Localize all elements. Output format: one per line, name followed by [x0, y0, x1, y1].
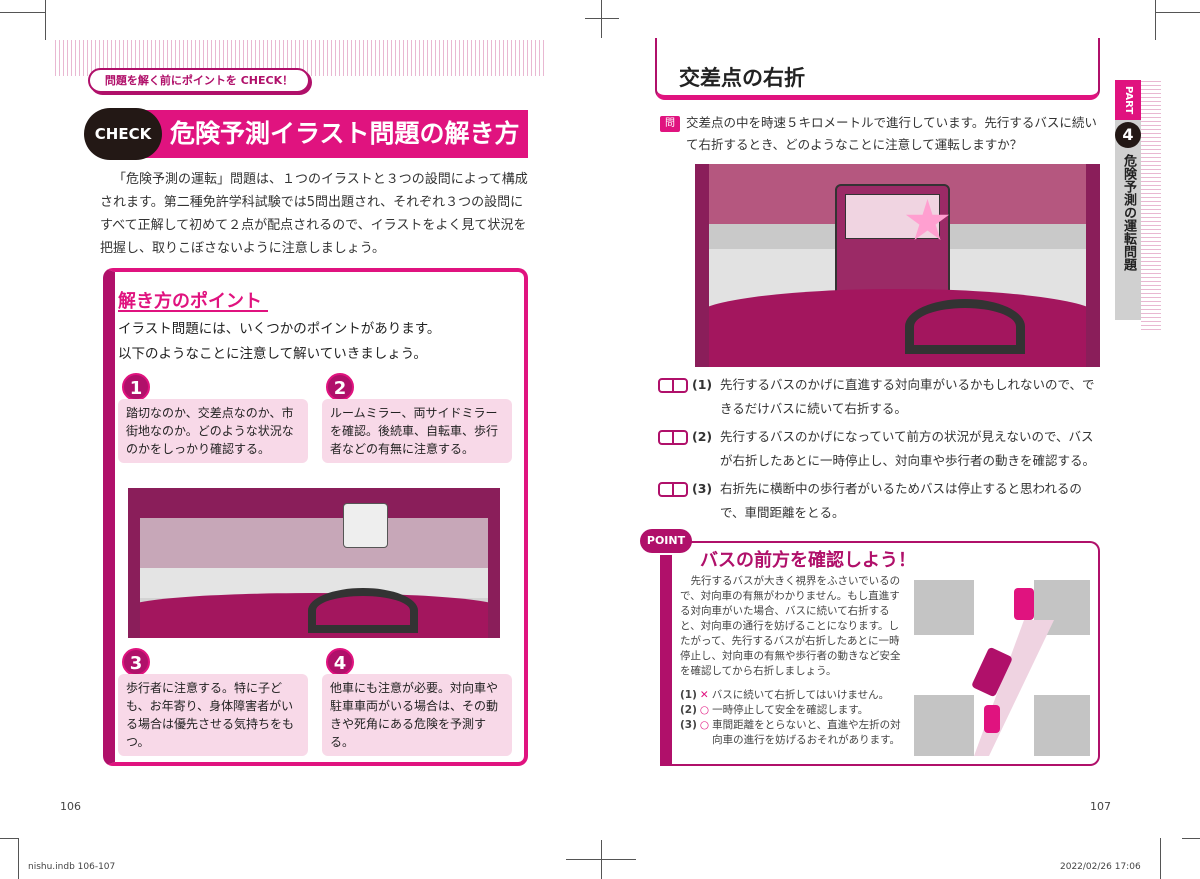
choice-text: 先行するバスのかげに直進する対向車がいるかもしれないので、できるだけバスに続いて… — [720, 377, 1095, 416]
section-banner: 問題を解く前にポイントを CHECK！ — [88, 68, 310, 93]
footer-timestamp: 2022/02/26 17:06 — [1060, 862, 1141, 872]
answer-text: 車間距離をとらないと、直進や左折の対向車の進行を妨げるおそれがあります。 — [712, 719, 901, 746]
driver-view-illustration — [128, 488, 500, 638]
answer-number: (1) — [680, 689, 697, 701]
crop-mark — [1155, 0, 1156, 40]
intro-paragraph: 「危険予測の運転」問題は、１つのイラストと３つの設問によって構成されます。第二種… — [100, 172, 528, 256]
part-number: 4 — [1115, 122, 1141, 148]
choice-number: (1) — [692, 377, 713, 392]
point-explanation: 先行するバスが大きく視界をふさいでいるので、対向車の有無がわかりません。もし直進… — [680, 575, 901, 677]
title-bar — [100, 110, 528, 158]
point-sidebar — [660, 555, 672, 766]
correct-mark-icon: ○ — [699, 719, 710, 731]
part-label: PART — [1115, 80, 1141, 120]
point-card: 他車にも注意が必要。対向車や駐車車両がいる場合は、その動きや死角にある危険を予測… — [322, 674, 512, 756]
page-title: 危険予測イラスト問題の解き方 — [170, 119, 520, 148]
point-box — [660, 541, 1100, 766]
choice-text: 右折先に横断中の歩行者がいるためバスは停止すると思われるので、車間距離をとる。 — [720, 481, 1082, 520]
answer-list: (1)✕バスに続いて右折してはいけません。 (2)○一時停止して安全を確認します… — [680, 688, 908, 748]
point-number: 3 — [122, 648, 150, 676]
answer-number: (2) — [680, 704, 697, 716]
page-number-right: 107 — [1090, 800, 1111, 813]
correct-mark-icon: ○ — [699, 704, 710, 716]
crop-mark — [585, 18, 619, 19]
crop-mark — [601, 0, 602, 38]
points-intro-1: イラスト問題には、いくつかのポイントがあります。 — [118, 321, 441, 337]
wrong-mark-icon: ✕ — [699, 689, 709, 701]
points-intro-2: 以下のようなことに注意して解いていきましょう。 — [118, 346, 427, 362]
point-badge: POINT — [640, 529, 692, 553]
crop-mark — [45, 0, 46, 40]
crop-mark — [1155, 12, 1200, 13]
choice-text: 先行するバスのかげになっていて前方の状況が見えないので、バスが右折したあとに一時… — [720, 429, 1096, 468]
part-title: 危険予測の運転問題 — [1121, 154, 1136, 271]
intersection-diagram — [914, 580, 1090, 756]
answer-checkbox-3[interactable] — [658, 482, 688, 497]
point-heading: バスの前方を確認しよう！ — [700, 550, 916, 571]
point-number: 2 — [326, 373, 354, 401]
crop-mark — [601, 840, 602, 879]
question-text: 交差点の中を時速５キロメートルで進行しています。先行するバスに続いて右折するとき… — [686, 115, 1097, 152]
points-heading: 解き方のポイント — [118, 291, 262, 312]
answer-text: バスに続いて右折してはいけません。 — [711, 689, 890, 701]
question-icon: 問 — [660, 116, 680, 132]
section-title: 交差点の右折 — [679, 66, 805, 90]
answer-number: (3) — [680, 719, 697, 731]
point-card: ルームミラー、両サイドミラーを確認。後続車、自転車、歩行者などの有無に注意する。 — [322, 399, 512, 463]
crop-mark — [1182, 838, 1200, 839]
section-title-box: 交差点の右折 — [655, 38, 1100, 100]
answer-checkbox-1[interactable] — [658, 378, 688, 393]
point-card: 踏切なのか、交差点なのか、市街地なのか。どのような状況なのかをしっかり確認する。 — [118, 399, 308, 463]
footer-filename: nishu.indb 106-107 — [28, 862, 116, 872]
choice-number: (3) — [692, 481, 713, 496]
crop-mark — [1160, 838, 1161, 879]
heading-underline — [118, 310, 268, 312]
crop-mark — [0, 838, 18, 839]
point-card: 歩行者に注意する。特に子ども、お年寄り、身体障害者がいる場合は優先させる気持ちを… — [118, 674, 308, 756]
part-side-tab: PART 4 危険予測の運転問題 — [1115, 80, 1141, 320]
bus-intersection-illustration — [695, 164, 1100, 367]
point-number: 1 — [122, 373, 150, 401]
answer-text: 一時停止して安全を確認します。 — [712, 704, 869, 716]
answer-checkbox-2[interactable] — [658, 430, 688, 445]
crop-mark — [18, 838, 19, 879]
choice-number: (2) — [692, 429, 713, 444]
page-number-left: 106 — [60, 800, 81, 813]
side-stripes — [1141, 80, 1161, 330]
check-badge: CHECK — [84, 108, 162, 160]
point-number: 4 — [326, 648, 354, 676]
crop-mark — [0, 12, 45, 13]
